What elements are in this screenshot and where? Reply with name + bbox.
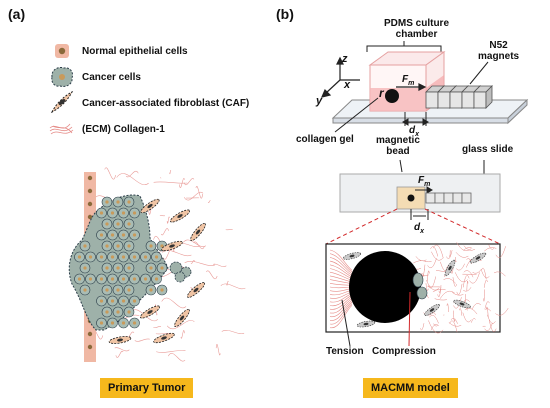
fm-label-3d: Fm xyxy=(402,74,415,87)
cafs xyxy=(108,198,206,344)
magnets-top xyxy=(425,192,472,204)
fm-label-top: Fm xyxy=(418,175,431,188)
legend-collagen: (ECM) Collagen-1 xyxy=(82,124,165,135)
tumor-mass xyxy=(68,194,169,331)
n52-magnets xyxy=(425,85,493,109)
panel-b-label: (b) xyxy=(276,6,294,22)
axis-z: z xyxy=(342,53,348,65)
cancer-cell-icon xyxy=(51,67,73,87)
collagen-gel-label: collagen gel xyxy=(296,134,354,145)
panel-a-label: (a) xyxy=(8,6,26,22)
dx-label-top: dx xyxy=(414,222,425,235)
zoom-lines xyxy=(325,208,501,245)
primary-tumor-caption: Primary Tumor xyxy=(100,378,194,398)
normal-epithelial-cell-icon xyxy=(55,44,69,58)
tension-label: Tension xyxy=(326,346,364,357)
compression-label: Compression xyxy=(372,346,436,357)
escaping-cancer-cells xyxy=(169,261,192,283)
compressed-cells xyxy=(412,272,428,300)
tumor-cells xyxy=(74,196,168,329)
macmm-caption: MACMM model xyxy=(363,378,458,398)
legend-caf: Cancer-associated fibroblast (CAF) xyxy=(82,98,250,109)
magnetic-bead-label: magnetic bead xyxy=(376,135,420,157)
magnetic-bead-zoom xyxy=(349,251,421,323)
r-label: r xyxy=(379,86,384,100)
pdms-label: PDMS culture chamber xyxy=(384,18,450,40)
magnets-label: N52 magnets xyxy=(478,40,520,62)
legend-normal-epithelial: Normal epithelial cells xyxy=(82,46,188,57)
collagen-icon xyxy=(49,123,74,135)
caf-icon xyxy=(50,90,74,114)
glass-slide-label: glass slide xyxy=(462,144,514,155)
magnetic-bead-3d xyxy=(385,89,399,103)
axis-y: y xyxy=(316,95,323,107)
axis-x: x xyxy=(344,79,351,91)
axes xyxy=(320,56,360,98)
legend-cancer-cells: Cancer cells xyxy=(82,72,141,83)
dx-label-3d: dx xyxy=(409,125,420,138)
